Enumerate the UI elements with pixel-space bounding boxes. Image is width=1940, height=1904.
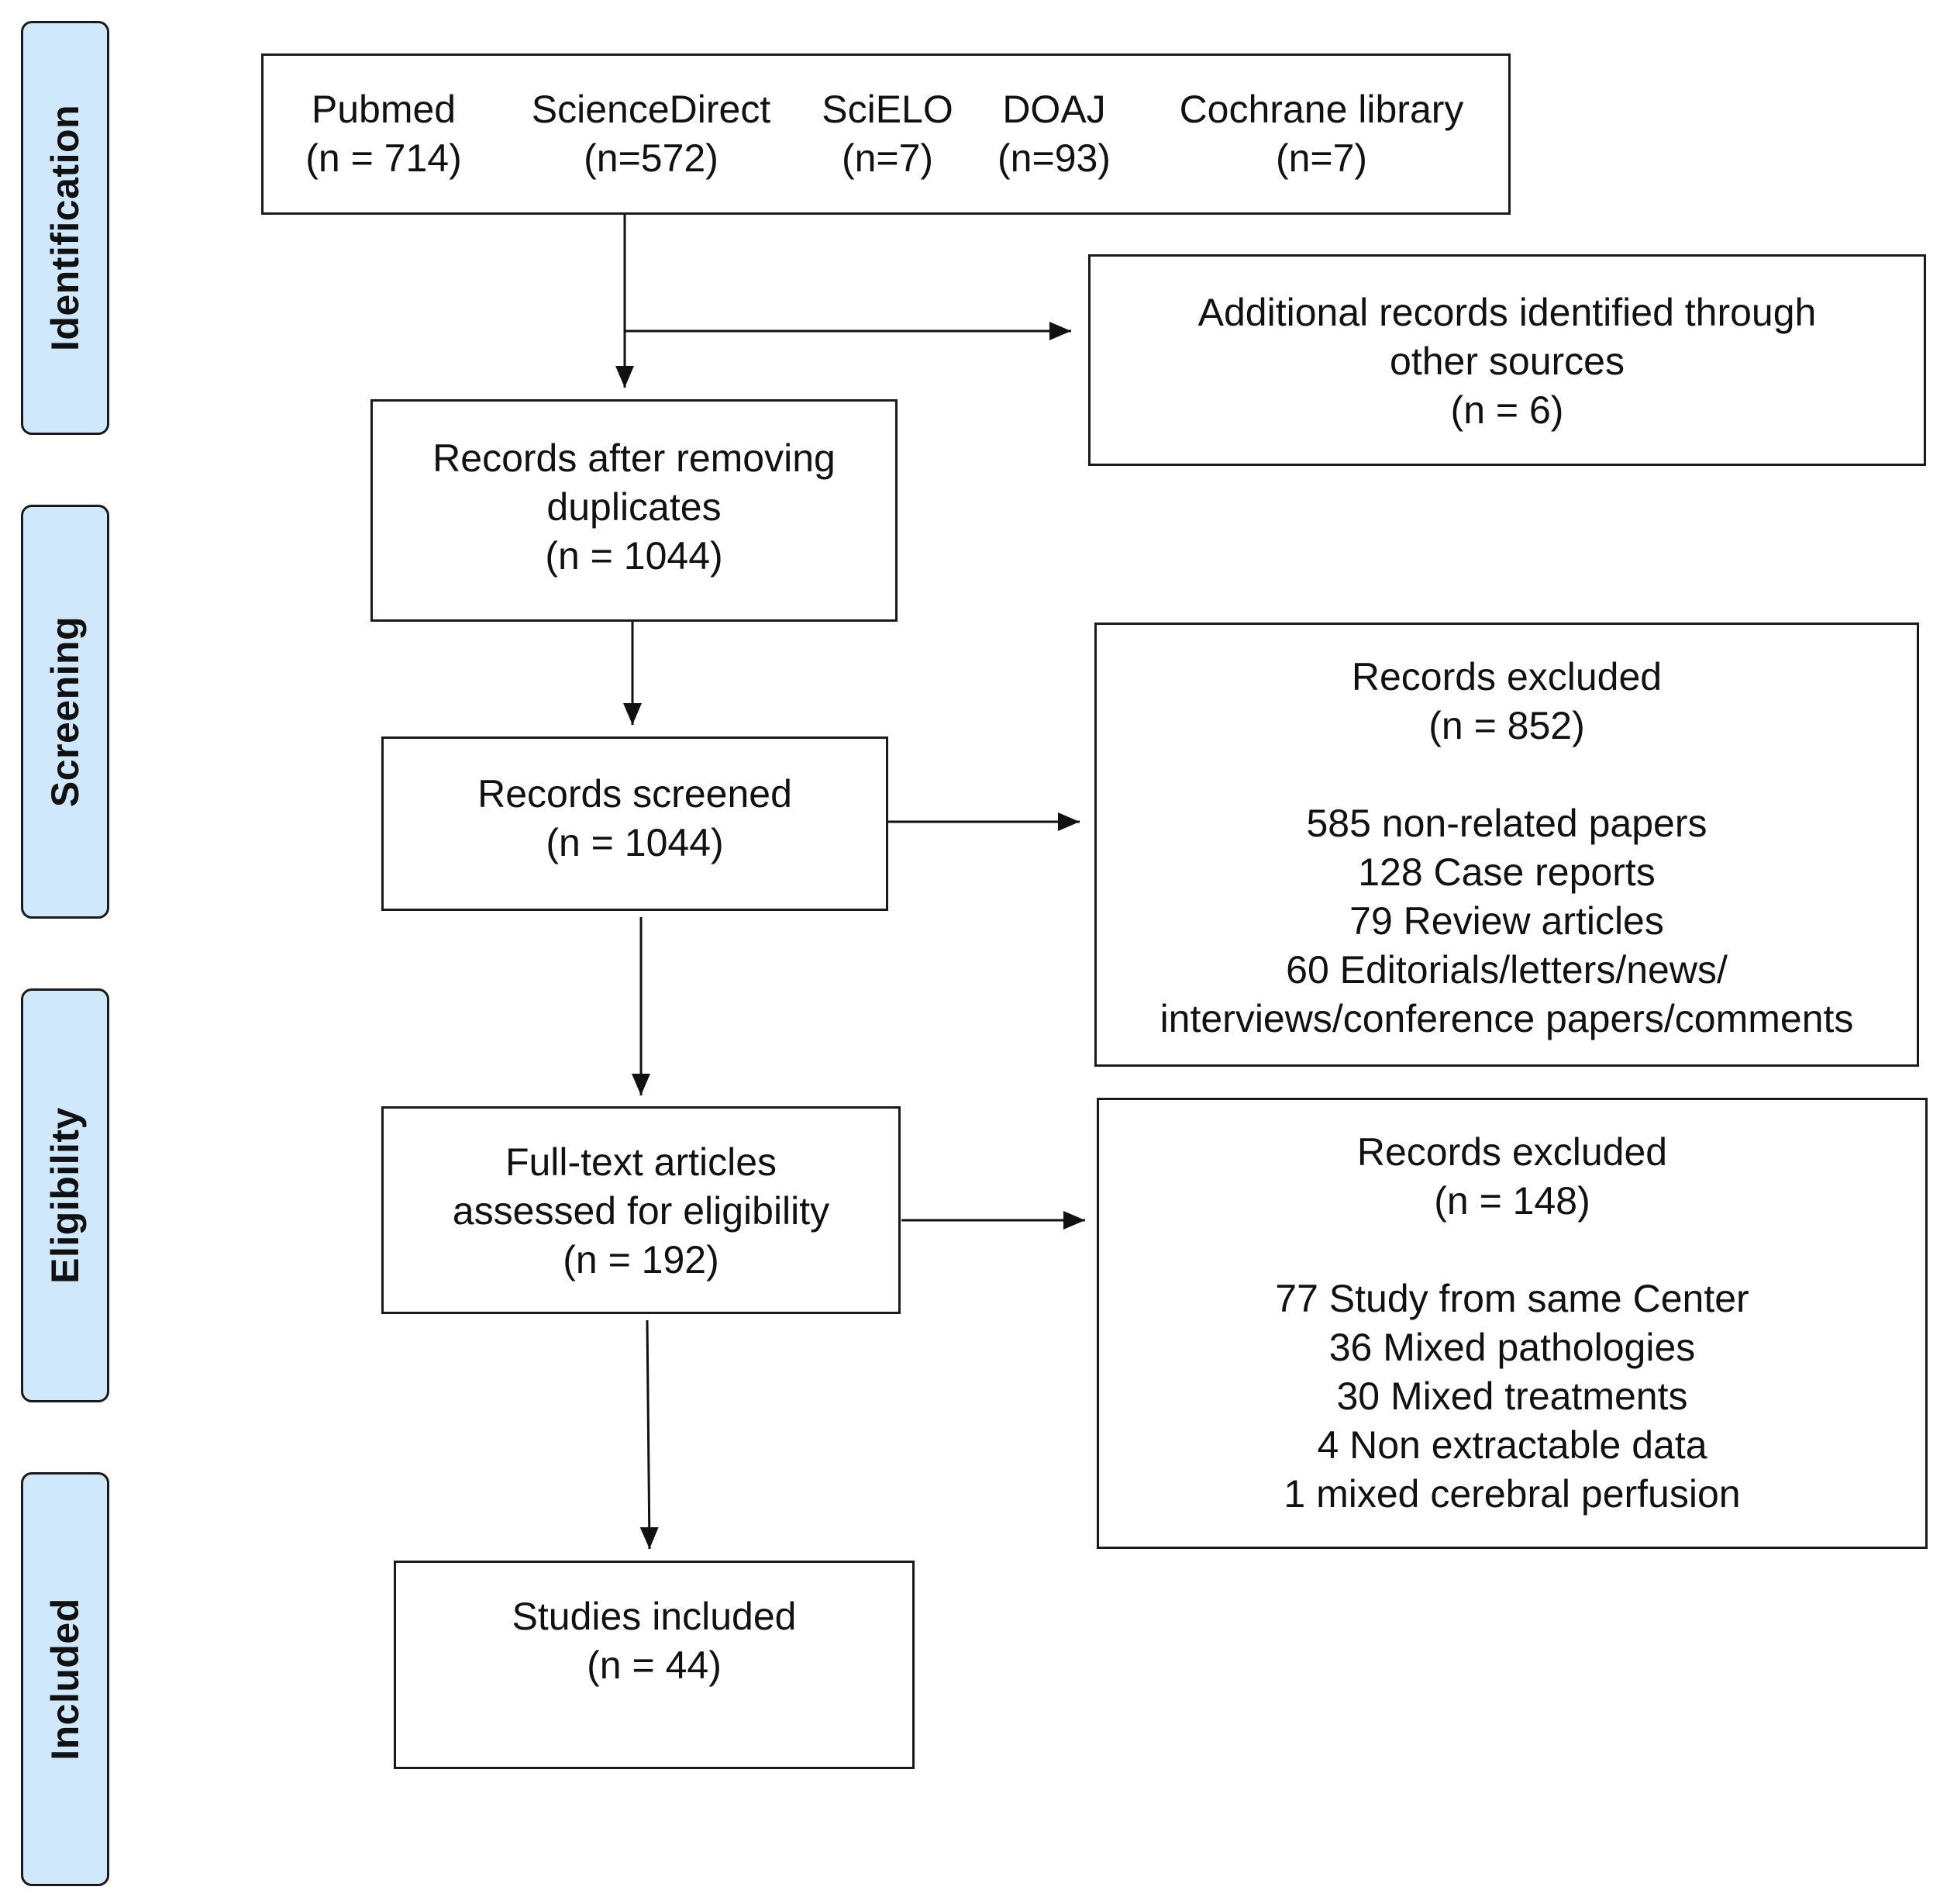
- excluded-reason: interviews/conference papers/comments: [1160, 997, 1854, 1040]
- source-doaj: DOAJ (n=93): [977, 85, 1132, 183]
- phase-eligibility-label: Eligibility: [43, 1107, 87, 1284]
- dedup-line2: duplicates: [546, 485, 722, 529]
- screened-line1: Records screened: [477, 772, 792, 816]
- excluded-screening-title: Records excluded: [1351, 655, 1663, 698]
- excluded-reason: 30 Mixed treatments: [1336, 1375, 1688, 1418]
- included-count: (n = 44): [587, 1644, 722, 1687]
- excluded-reason: 585 non-related papers: [1306, 802, 1707, 845]
- additional-count: (n = 6): [1450, 388, 1564, 432]
- excluded-eligibility-box: Records excluded (n = 148) 77 Study from…: [1097, 1098, 1928, 1549]
- source-count: (n=7): [1275, 136, 1368, 180]
- fulltext-line2: assessed for eligibility: [452, 1189, 830, 1233]
- source-count: (n = 714): [305, 136, 462, 180]
- excluded-reason: 128 Case reports: [1358, 850, 1656, 894]
- source-name: Cochrane library: [1179, 88, 1464, 131]
- source-count: (n=93): [998, 136, 1111, 180]
- source-name: DOAJ: [1002, 88, 1106, 131]
- phase-included: Included: [21, 1472, 109, 1886]
- fulltext-box: Full-text articles assessed for eligibil…: [381, 1106, 901, 1314]
- source-pubmed: Pubmed (n = 714): [264, 85, 504, 183]
- fulltext-count: (n = 192): [563, 1238, 719, 1281]
- phase-identification: Identification: [21, 21, 109, 435]
- excluded-reason: 36 Mixed pathologies: [1328, 1326, 1696, 1369]
- source-name: SciELO: [822, 88, 953, 131]
- excluded-reason: 77 Study from same Center: [1275, 1277, 1749, 1320]
- source-sciencedirect: ScienceDirect (n=572): [512, 85, 791, 183]
- sources-box: Pubmed (n = 714) ScienceDirect (n=572) S…: [261, 53, 1511, 215]
- dedup-count: (n = 1044): [545, 534, 723, 578]
- source-scielo: SciELO (n=7): [806, 85, 969, 183]
- excluded-screening-box: Records excluded (n = 852) 585 non-relat…: [1094, 623, 1919, 1067]
- screened-count: (n = 1044): [546, 821, 724, 864]
- source-count: (n=572): [584, 136, 718, 180]
- source-count: (n=7): [841, 136, 934, 180]
- screened-box: Records screened (n = 1044): [381, 736, 888, 911]
- source-name: ScienceDirect: [531, 88, 771, 131]
- fulltext-line1: Full-text articles: [505, 1140, 777, 1184]
- additional-line1: Additional records identified through: [1197, 291, 1817, 334]
- additional-line2: other sources: [1390, 340, 1625, 383]
- included-line1: Studies included: [512, 1595, 797, 1638]
- phase-included-label: Included: [43, 1598, 87, 1761]
- arrow-fulltext-to-included: [639, 1319, 659, 1550]
- excluded-reason: 79 Review articles: [1349, 899, 1664, 943]
- phase-identification-label: Identification: [43, 104, 87, 352]
- excluded-reason: 1 mixed cerebral perfusion: [1284, 1472, 1741, 1516]
- included-box: Studies included (n = 44): [394, 1561, 915, 1769]
- excluded-eligibility-title: Records excluded: [1356, 1130, 1668, 1174]
- source-name: Pubmed: [311, 88, 457, 131]
- excluded-screening-count: (n = 852): [1428, 704, 1585, 747]
- source-cochrane: Cochrane library (n=7): [1139, 85, 1504, 183]
- phase-screening-label: Screening: [43, 616, 87, 808]
- excluded-eligibility-count: (n = 148): [1434, 1179, 1590, 1223]
- phase-screening: Screening: [21, 505, 109, 919]
- excluded-reason: 60 Editorials/letters/news/: [1286, 948, 1728, 992]
- dedup-line1: Records after removing: [432, 436, 836, 480]
- excluded-reason: 4 Non extractable data: [1317, 1423, 1707, 1467]
- additional-records-box: Additional records identified through ot…: [1088, 254, 1926, 466]
- dedup-box: Records after removing duplicates (n = 1…: [370, 399, 898, 622]
- phase-eligibility: Eligibility: [21, 988, 109, 1402]
